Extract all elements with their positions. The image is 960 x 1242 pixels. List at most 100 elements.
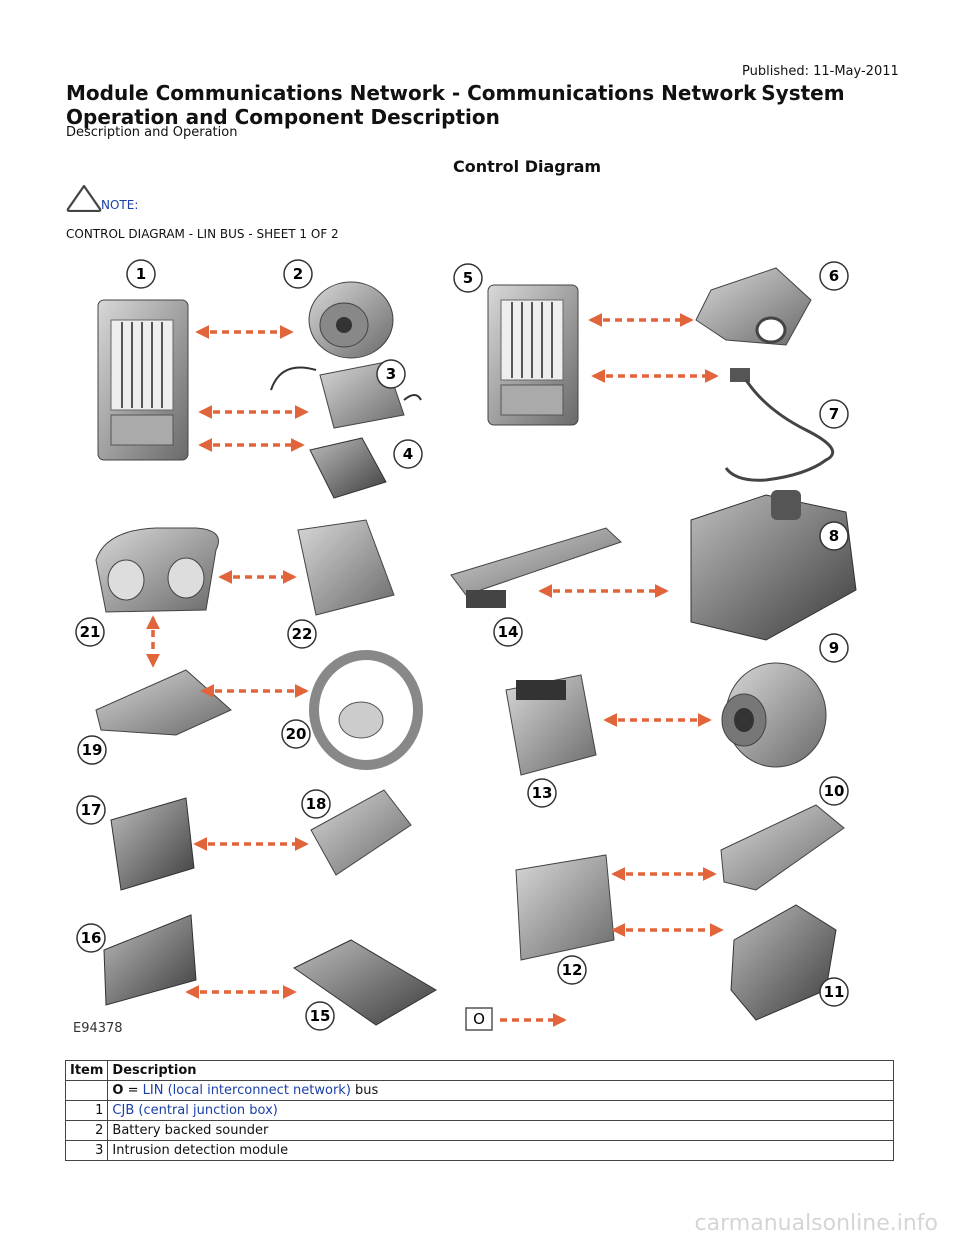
component-8 [690,490,857,641]
table-header-row: Item Description [64,1060,894,1081]
callout-14: 14 [493,617,523,647]
svg-text:8: 8 [829,527,839,545]
component-17 [110,797,195,891]
component-7 [724,368,835,482]
component-15 [293,939,437,1026]
callout-7: 7 [819,399,849,429]
component-cjb [97,299,189,461]
component-19 [95,669,232,736]
note-label: NOTE: [101,198,139,212]
svg-text:11: 11 [824,983,845,1001]
item-number: 3 [64,1140,109,1161]
page-subtitle: Description and Operation [66,125,238,140]
items-table: Item Description O = LIN (local intercon… [64,1060,894,1161]
component-22 [297,519,395,616]
component-12 [515,854,615,961]
svg-text:16: 16 [81,929,102,947]
cjb-link[interactable]: CJB (central junction box) [107,1100,894,1121]
callout-3: 3 [376,359,406,389]
section-title: Control Diagram [453,157,602,176]
callout-8: 8 [819,521,849,551]
component-5 [487,284,579,426]
table-row: 2 Battery backed sounder [64,1120,894,1141]
callout-4: 4 [393,439,423,469]
page-title: Module Communications Network - Communic… [66,81,846,129]
svg-text:14: 14 [498,623,519,641]
callout-13: 13 [527,778,557,808]
published-date: Published: 11-May-2011 [742,64,899,79]
svg-text:2: 2 [293,265,303,283]
lin-link[interactable]: LIN (local interconnect network) [142,1083,351,1098]
svg-text:15: 15 [310,1007,331,1025]
table-row: 1 CJB (central junction box) [64,1100,894,1121]
component-18 [310,789,412,876]
callout-12: 12 [557,955,587,985]
svg-text:7: 7 [829,405,839,423]
item-number: 1 [64,1100,109,1121]
component-21 [95,527,219,613]
component-11 [730,904,837,1021]
lin-bus-arrows [146,313,724,1027]
svg-text:6: 6 [829,267,839,285]
control-diagram: 1 2 3 4 5 6 7 8 9 10 11 12 13 14 15 16 1… [66,250,894,1048]
diagram-ref-code: E94378 [73,1021,123,1036]
svg-text:4: 4 [403,445,413,463]
svg-text:5: 5 [463,269,473,287]
svg-text:17: 17 [81,801,102,819]
callout-17: 17 [76,795,106,825]
component-13 [505,674,597,776]
component-4 [309,437,387,499]
watermark: carmanualsonline.info [694,1211,938,1236]
callout-19: 19 [77,735,107,765]
col-header-item: Item [64,1060,109,1081]
title-part1: Module Communications Network - Communic… [66,81,757,105]
item-description: Battery backed sounder [107,1120,894,1141]
svg-text:9: 9 [829,639,839,657]
svg-text:3: 3 [386,365,396,383]
warning-triangle-icon [66,184,102,212]
component-10 [720,804,845,891]
callout-1: 1 [126,259,156,289]
item-number: 2 [64,1120,109,1141]
svg-text:1: 1 [136,265,146,283]
svg-text:O: O [473,1010,485,1028]
svg-text:12: 12 [562,961,583,979]
component-9 [721,662,827,768]
svg-text:18: 18 [306,795,327,813]
symbol-o: O [112,1083,124,1098]
bus-text: bus [350,1083,379,1098]
diagram-caption: CONTROL DIAGRAM - LIN BUS - SHEET 1 OF 2 [66,227,339,241]
svg-text:21: 21 [80,623,101,641]
diagram-svg: 1 2 3 4 5 6 7 8 9 10 11 12 13 14 15 16 1… [73,259,857,1036]
callout-16: 16 [76,923,106,953]
component-20 [309,650,423,770]
col-header-description: Description [107,1060,894,1081]
component-14 [450,527,622,608]
svg-text:13: 13 [532,784,553,802]
callout-11: 11 [819,977,849,1007]
svg-text:22: 22 [292,625,313,643]
component-16 [103,914,197,1006]
title-line2: Operation and Component Description [66,105,500,129]
callout-18: 18 [301,789,331,819]
svg-text:20: 20 [286,725,307,743]
component-6 [695,267,812,346]
title-part2: - System [746,81,845,105]
component-sounder [308,281,394,359]
callout-22: 22 [287,619,317,649]
callout-10: 10 [819,776,849,806]
callouts: 1 2 3 4 5 6 7 8 9 10 11 12 13 14 15 16 1… [75,259,849,1031]
svg-text:19: 19 [82,741,103,759]
svg-text:10: 10 [824,782,845,800]
legend-symbol: O [465,1007,493,1031]
callout-21: 21 [75,617,105,647]
item-description: Intrusion detection module [107,1140,894,1161]
table-row: O = LIN (local interconnect network) bus [64,1080,894,1101]
callout-20: 20 [281,719,311,749]
callout-5: 5 [453,263,483,293]
callout-6: 6 [819,261,849,291]
callout-15: 15 [305,1001,335,1031]
table-row: 3 Intrusion detection module [64,1140,894,1161]
callout-2: 2 [283,259,313,289]
callout-9: 9 [819,633,849,663]
